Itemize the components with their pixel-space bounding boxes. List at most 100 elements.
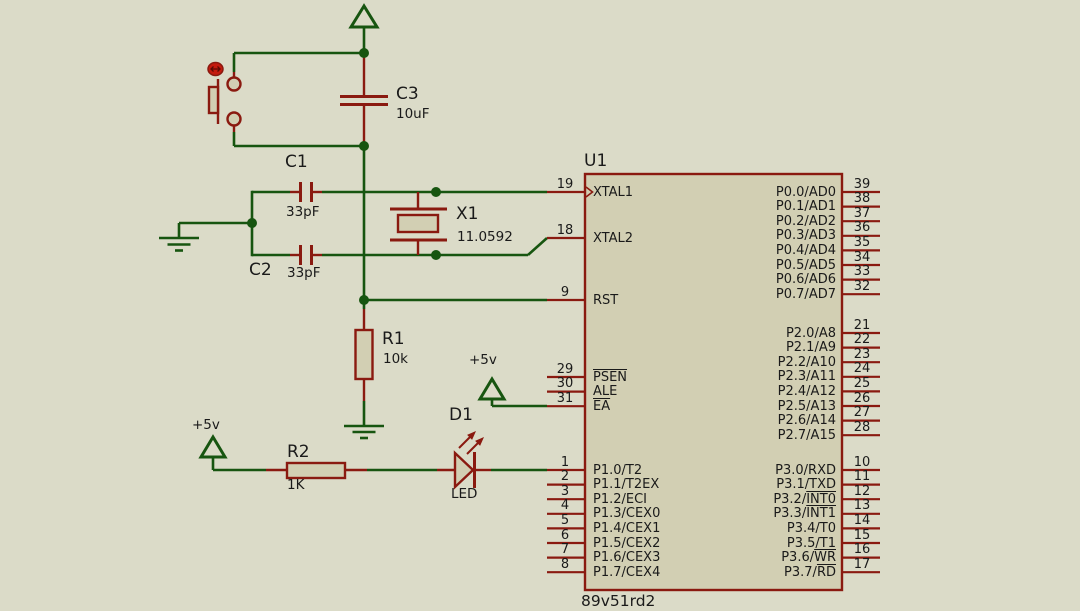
- pin-9-label: RST: [593, 292, 619, 308]
- vcc-ea-label: +5v: [469, 352, 497, 368]
- ground-symbol-r1[interactable]: [344, 424, 384, 440]
- capacitor-c2[interactable]: [290, 245, 322, 265]
- pin-35-label: P0.4/AD4: [775, 242, 836, 258]
- pin-23-number: 23: [853, 346, 871, 362]
- pin-18-label: XTAL2: [593, 230, 634, 246]
- ground-symbol-left[interactable]: [159, 236, 199, 252]
- pin-17-number: 17: [853, 556, 871, 572]
- pin-38-number: 38: [853, 191, 871, 207]
- pin-6-label: P1.5/CEX2: [593, 535, 661, 551]
- led-emission-arrows-icon: [458, 431, 484, 455]
- pin-15-label: P3.5/T1: [786, 535, 836, 551]
- led-d1[interactable]: [437, 431, 491, 490]
- pin-31-label: EA: [593, 398, 611, 414]
- pin-16-label: P3.6/WR: [781, 550, 836, 566]
- pin-19-number: 19: [556, 176, 574, 192]
- pin-33-number: 33: [853, 264, 871, 280]
- pin-1-label: P1.0/T2: [593, 462, 643, 478]
- pin-11-number: 11: [853, 469, 871, 485]
- pin-6-number: 6: [560, 527, 570, 543]
- c3-ref-label: C3: [396, 84, 419, 104]
- pin-5-number: 5: [560, 512, 570, 528]
- junction-dots: [247, 48, 441, 305]
- pin-36-number: 36: [853, 220, 871, 236]
- crystal-x1[interactable]: [390, 192, 447, 255]
- c1-value-label: 33pF: [286, 204, 320, 220]
- pin-29-number: 29: [556, 361, 574, 377]
- pin-12-label: P3.2/INT0: [773, 491, 836, 507]
- push-button[interactable]: [207, 61, 242, 133]
- pin-8-number: 8: [560, 556, 570, 572]
- pin-36-label: P0.3/AD3: [775, 228, 836, 244]
- pin-34-number: 34: [853, 249, 871, 265]
- pin-3-label: P1.2/ECI: [593, 491, 648, 507]
- d1-value-label: LED: [451, 486, 478, 502]
- pin-31-number: 31: [556, 390, 574, 406]
- pin-39-label: P0.0/AD0: [775, 184, 836, 200]
- vcc-led-label: +5v: [192, 417, 220, 433]
- pin-26-number: 26: [853, 390, 871, 406]
- pin-23-label: P2.2/A10: [777, 354, 836, 370]
- button-indicator-icon: [207, 61, 224, 77]
- pin-37-number: 37: [853, 205, 871, 221]
- x1-value-label: 11.0592: [457, 229, 513, 245]
- pin-25-label: P2.4/A12: [777, 383, 836, 399]
- pin-10-number: 10: [853, 454, 871, 470]
- pin-29-label: PSEN: [593, 369, 628, 385]
- pin-5-label: P1.4/CEX1: [593, 520, 661, 536]
- pin-21-label: P2.0/A8: [785, 325, 836, 341]
- pin-39-number: 39: [853, 176, 871, 192]
- pin-2-label: P1.1/T2EX: [593, 477, 660, 493]
- pin-10-label: P3.0/RXD: [775, 462, 836, 478]
- resistor-r2[interactable]: [266, 461, 367, 480]
- c2-ref-label: C2: [249, 260, 272, 280]
- resistor-r1[interactable]: [354, 309, 374, 401]
- pin-11-label: P3.1/TXD: [776, 477, 836, 493]
- pin-14-number: 14: [853, 512, 871, 528]
- c2-value-label: 33pF: [287, 265, 321, 281]
- pin-2-number: 2: [560, 469, 570, 485]
- wire-xtal2-net[interactable]: [252, 237, 548, 257]
- pin-7-label: P1.6/CEX3: [593, 550, 661, 566]
- pin-13-label: P3.3/INT1: [773, 506, 836, 522]
- power-arrow-top[interactable]: [348, 3, 380, 53]
- r1-ref-label: R1: [382, 329, 405, 349]
- pin-34-label: P0.5/AD5: [775, 257, 836, 273]
- pin-21-number: 21: [853, 317, 871, 333]
- pin-13-number: 13: [853, 498, 871, 514]
- pin-30-label: ALE: [593, 384, 618, 400]
- pin-8-label: P1.7/CEX4: [593, 564, 661, 580]
- c1-ref-label: C1: [285, 152, 308, 172]
- pin-27-number: 27: [853, 405, 871, 421]
- power-arrow-led[interactable]: [198, 434, 228, 470]
- clock-input-chevron-icon: [585, 186, 594, 198]
- pin-28-number: 28: [853, 419, 871, 435]
- chip-part-label: 89v51rd2: [581, 592, 656, 610]
- pin-24-number: 24: [853, 361, 871, 377]
- pin-25-number: 25: [853, 375, 871, 391]
- capacitor-c1[interactable]: [290, 182, 322, 202]
- pin-12-number: 12: [853, 483, 871, 499]
- chip-ref-label: U1: [584, 151, 608, 171]
- pin-27-label: P2.6/A14: [777, 413, 836, 429]
- pin-15-number: 15: [853, 527, 871, 543]
- mcu-chip[interactable]: [583, 172, 844, 592]
- pin-17-label: P3.7/RD: [784, 564, 836, 580]
- pin-14-label: P3.4/T0: [786, 520, 836, 536]
- pin-18-number: 18: [556, 222, 574, 238]
- power-arrow-ea[interactable]: [477, 376, 507, 406]
- pin-9-number: 9: [560, 284, 570, 300]
- wire-ground-left[interactable]: [177, 221, 252, 237]
- pin-30-number: 30: [556, 376, 574, 392]
- wire-reset-net[interactable]: [232, 51, 547, 309]
- pin-28-label: P2.7/A15: [777, 427, 836, 443]
- pin-4-label: P1.3/CEX0: [593, 506, 661, 522]
- x1-ref-label: X1: [456, 204, 479, 224]
- r1-value-label: 10k: [383, 351, 408, 367]
- capacitor-c3[interactable]: [340, 55, 388, 144]
- pin-38-label: P0.1/AD1: [775, 199, 836, 215]
- r2-value-label: 1K: [287, 477, 305, 493]
- pin-3-number: 3: [560, 483, 570, 499]
